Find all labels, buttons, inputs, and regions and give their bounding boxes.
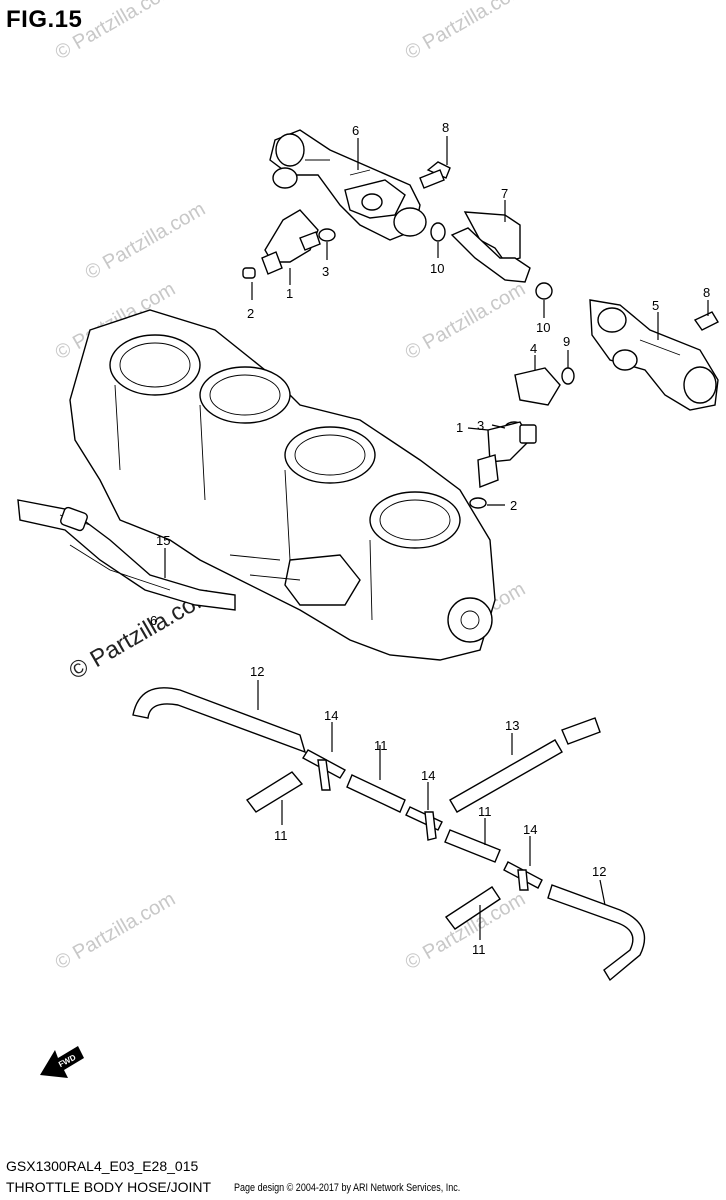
callout-1: 1: [456, 420, 463, 435]
watermark: © Partzilla.com: [402, 0, 530, 64]
callout-14: 14: [523, 822, 537, 837]
watermark: © Partzilla.com: [402, 278, 530, 364]
hose-15: [17, 499, 236, 611]
callout-5: 5: [652, 298, 659, 313]
watermark: © Partzilla.com: [52, 0, 180, 64]
injector-lower: [469, 367, 575, 509]
fuel-delivery-pipe-lower: [589, 299, 719, 411]
hose-joint-upper: [430, 211, 553, 300]
callout-11: 11: [274, 828, 288, 843]
callout-13: 13: [505, 718, 519, 733]
callout-14: 14: [324, 708, 338, 723]
page-title: THROTTLE BODY HOSE/JOINT: [6, 1179, 212, 1195]
callout-2: 2: [510, 498, 517, 513]
callout-11: 11: [472, 942, 486, 957]
callout-10: 10: [430, 261, 444, 276]
callout-14: 14: [421, 768, 435, 783]
hoses-11: [245, 771, 501, 930]
callout-10: 10: [536, 320, 550, 335]
callout-15: 15: [156, 533, 170, 548]
callout-7: 7: [501, 186, 508, 201]
callout-12: 12: [592, 864, 606, 879]
callout-8: 8: [703, 285, 710, 300]
leader-lines: [164, 136, 709, 940]
fuel-delivery-pipe-upper: [269, 129, 427, 241]
callout-8: 8: [442, 120, 449, 135]
figure-title: FIG.15: [6, 6, 83, 33]
callout-3: 3: [322, 264, 329, 279]
throttle-body-assembly: [69, 309, 496, 661]
callout-6: 6: [150, 613, 157, 628]
callout-9: 9: [563, 334, 570, 349]
forward-arrow-icon: FWD: [40, 1046, 84, 1078]
callout-11: 11: [478, 804, 492, 819]
callout-4: 4: [530, 341, 537, 356]
watermark: © Partzilla.com: [82, 198, 210, 284]
callout-1: 1: [286, 286, 293, 301]
page-credit: Page design © 2004-2017 by ARI Network S…: [234, 1182, 461, 1194]
hose-12-upper: [132, 687, 307, 754]
callout-3: 3: [477, 418, 484, 433]
watermark: © Partzilla.com: [52, 888, 180, 974]
hose-13: [449, 717, 601, 813]
joints-14: [302, 749, 543, 891]
callout-12: 12: [250, 664, 264, 679]
callout-labels: 6 8 7 1 2 3 10 10 5 8 9 4 3 1 2 15 6 12 …: [150, 120, 710, 957]
callout-6: 6: [352, 123, 359, 138]
injector-upper: [242, 209, 336, 279]
screw-upper: [419, 161, 451, 189]
model-code: GSX1300RAL4_E03_E28_015: [6, 1158, 199, 1174]
callout-11: 11: [374, 738, 388, 753]
callout-2: 2: [247, 306, 254, 321]
hose-12-lower: [547, 884, 646, 982]
watermark: © Partzilla.com: [402, 888, 530, 974]
